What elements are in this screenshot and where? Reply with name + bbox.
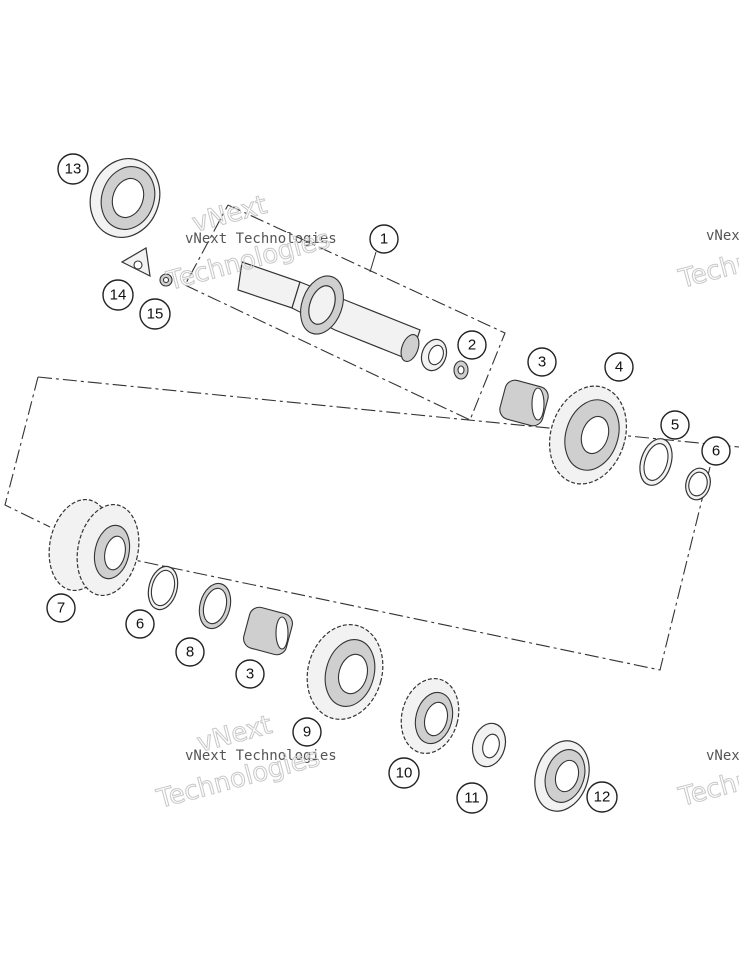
- part-2-bushing: [453, 360, 469, 380]
- callout-label: 10: [396, 765, 413, 782]
- callout-label: 7: [57, 600, 65, 617]
- callout-label: 2: [468, 337, 476, 354]
- watermark-brand-text: vNext Technologies: [706, 228, 739, 244]
- watermark-brand-text: vNext Technologies: [185, 231, 337, 247]
- callout-5: 5: [660, 410, 690, 440]
- callout-label: 5: [671, 417, 679, 434]
- callout-label: 3: [246, 666, 254, 683]
- callout-2: 2: [457, 330, 487, 360]
- callout-4: 4: [604, 352, 634, 382]
- callout-14: 14: [102, 279, 134, 311]
- part-12-bearing: [534, 740, 590, 812]
- part-4-gear: [548, 385, 628, 485]
- watermark-right-upper: vNext Technologies Technologies: [675, 222, 739, 295]
- callout-label: 13: [65, 161, 82, 178]
- part-3-needle-bearing-upper: [499, 379, 549, 427]
- watermark-brand-text: vNext Technologies: [706, 748, 739, 764]
- part-6-circlip-upper: [685, 467, 711, 501]
- callout-label: 4: [615, 359, 623, 376]
- watermark-upper: vNext Technologies vNext Technologies: [163, 190, 337, 298]
- part-8-washer: [198, 582, 232, 630]
- callout-label: 14: [110, 287, 127, 304]
- part-6-circlip-lower: [147, 565, 179, 611]
- callout-label: 3: [538, 354, 546, 371]
- callout-9: 9: [292, 717, 322, 747]
- callout-1-leader: [369, 251, 377, 273]
- callout-10: 10: [388, 757, 420, 789]
- callout-label: 6: [136, 616, 144, 633]
- callout-label: 1: [380, 231, 388, 248]
- callout-label: 8: [186, 644, 194, 661]
- callout-label: 12: [594, 789, 611, 806]
- assembly-guide-lines: [4, 204, 739, 671]
- callout-7: 7: [46, 593, 76, 623]
- callout-3-upper: 3: [527, 347, 557, 377]
- part-11-washer: [471, 722, 507, 768]
- callout-6-upper: 6: [701, 436, 731, 466]
- callout-8: 8: [175, 637, 205, 667]
- callout-label: 15: [147, 306, 164, 323]
- callout-1: 1: [369, 224, 399, 254]
- callout-15: 15: [139, 298, 171, 330]
- part-3-needle-bearing-lower: [243, 606, 293, 656]
- callout-label: 6: [712, 443, 720, 460]
- part-15-screw: [159, 273, 173, 287]
- part-1-main-shaft: [237, 261, 448, 372]
- part-10-gear: [400, 677, 460, 755]
- watermark-right-lower: vNext Technologies Technologies: [675, 740, 739, 813]
- part-14-lock-plate: [120, 247, 151, 278]
- callout-12: 12: [586, 781, 618, 813]
- callout-13: 13: [57, 153, 89, 185]
- callout-label: 9: [303, 724, 311, 741]
- watermark-brand-text: vNext Technologies: [185, 748, 337, 764]
- part-7-double-gear: [48, 498, 140, 597]
- part-13-bearing: [89, 158, 161, 238]
- callout-6-lower: 6: [125, 609, 155, 639]
- part-5-washer: [639, 438, 673, 486]
- callout-3-lower: 3: [235, 659, 265, 689]
- callout-11: 11: [456, 782, 488, 814]
- part-9-gear: [306, 624, 384, 720]
- callout-label: 11: [464, 790, 480, 807]
